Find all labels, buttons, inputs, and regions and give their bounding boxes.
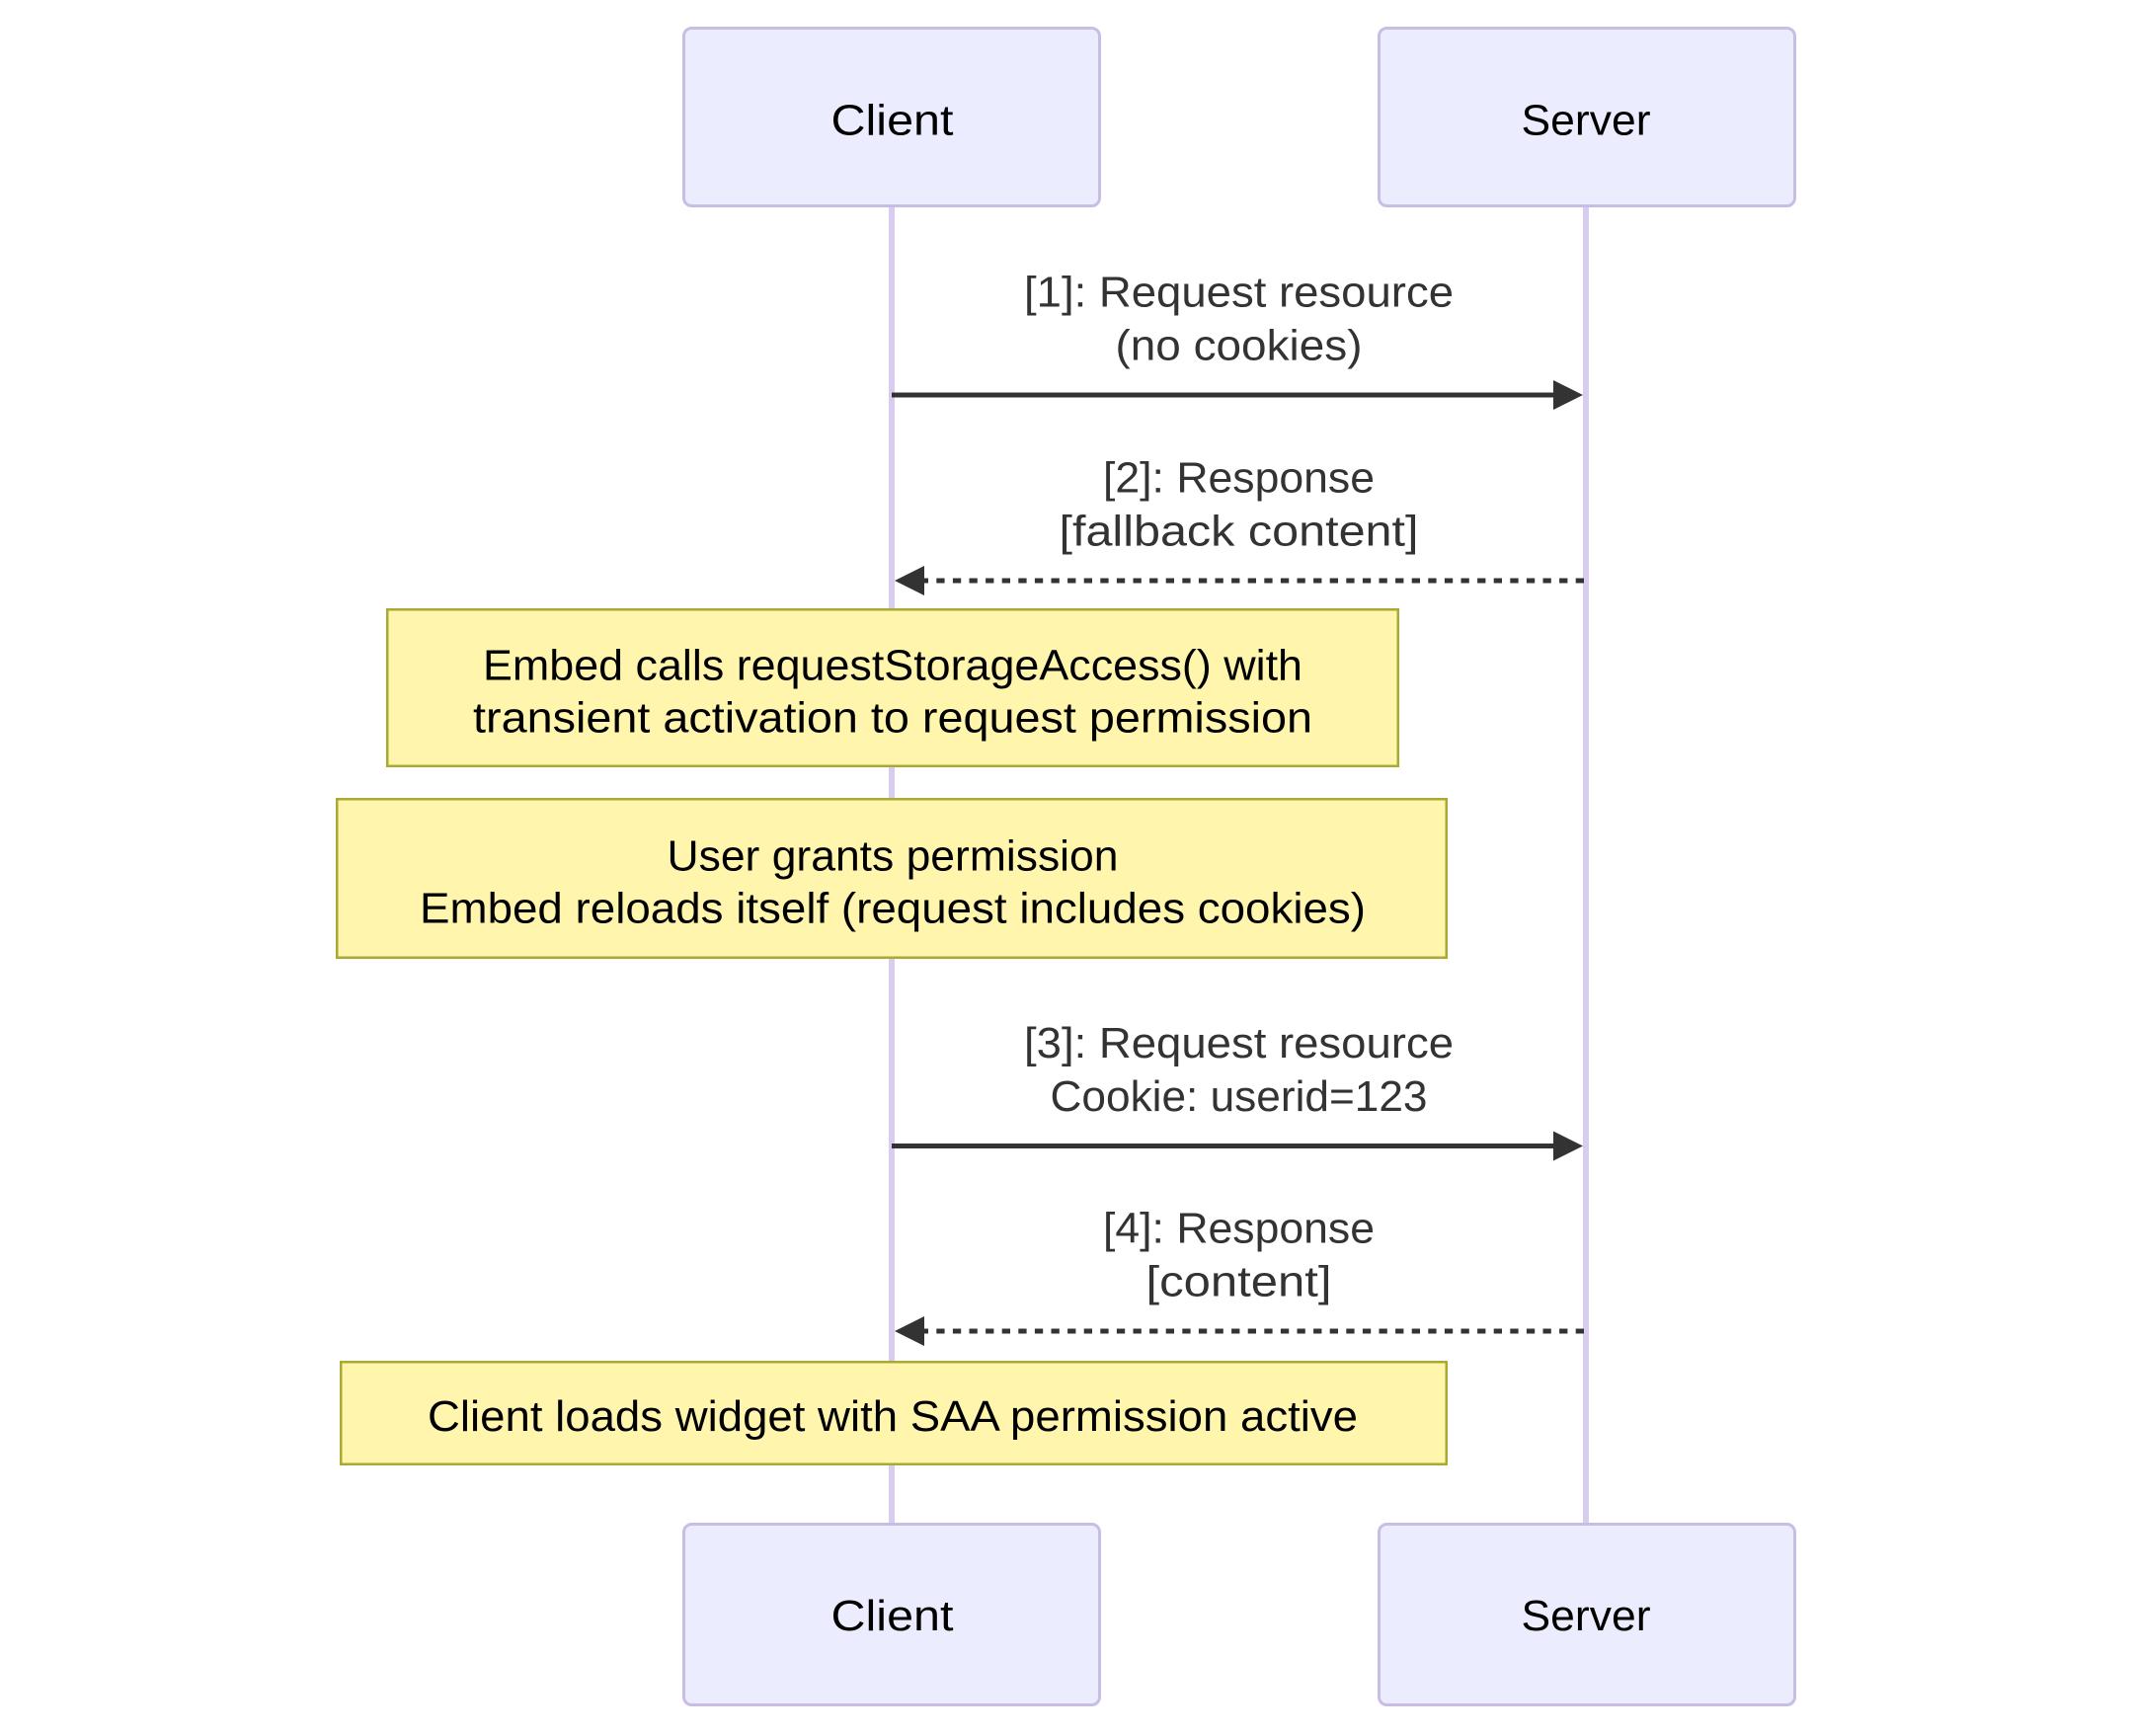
svg-text:Cookie: userid=123: Cookie: userid=123 (1051, 1072, 1428, 1121)
svg-text:Server: Server (1522, 97, 1651, 145)
svg-text:[2]: Response: [2]: Response (1103, 454, 1375, 503)
svg-text:Client: Client (831, 1592, 954, 1640)
svg-text:[fallback content]: [fallback content] (1060, 508, 1419, 556)
svg-text:Client: Client (831, 97, 954, 145)
svg-text:Server: Server (1522, 1592, 1651, 1640)
svg-text:transient activation to reques: transient activation to request permissi… (473, 694, 1312, 743)
svg-text:User grants permission: User grants permission (668, 832, 1119, 881)
svg-text:[4]: Response: [4]: Response (1103, 1205, 1375, 1253)
svg-text:(no cookies): (no cookies) (1116, 322, 1363, 370)
svg-text:Embed reloads itself (request: Embed reloads itself (request includes c… (420, 885, 1366, 933)
svg-text:[content]: [content] (1146, 1258, 1332, 1306)
svg-text:[1]: Request resource: [1]: Request resource (1024, 269, 1454, 317)
svg-text:Embed calls requestStorageAcce: Embed calls requestStorageAccess() with (483, 642, 1302, 690)
svg-text:[3]: Request resource: [3]: Request resource (1024, 1019, 1454, 1067)
svg-text:Client loads widget with SAA p: Client loads widget with SAA permission … (428, 1392, 1358, 1441)
